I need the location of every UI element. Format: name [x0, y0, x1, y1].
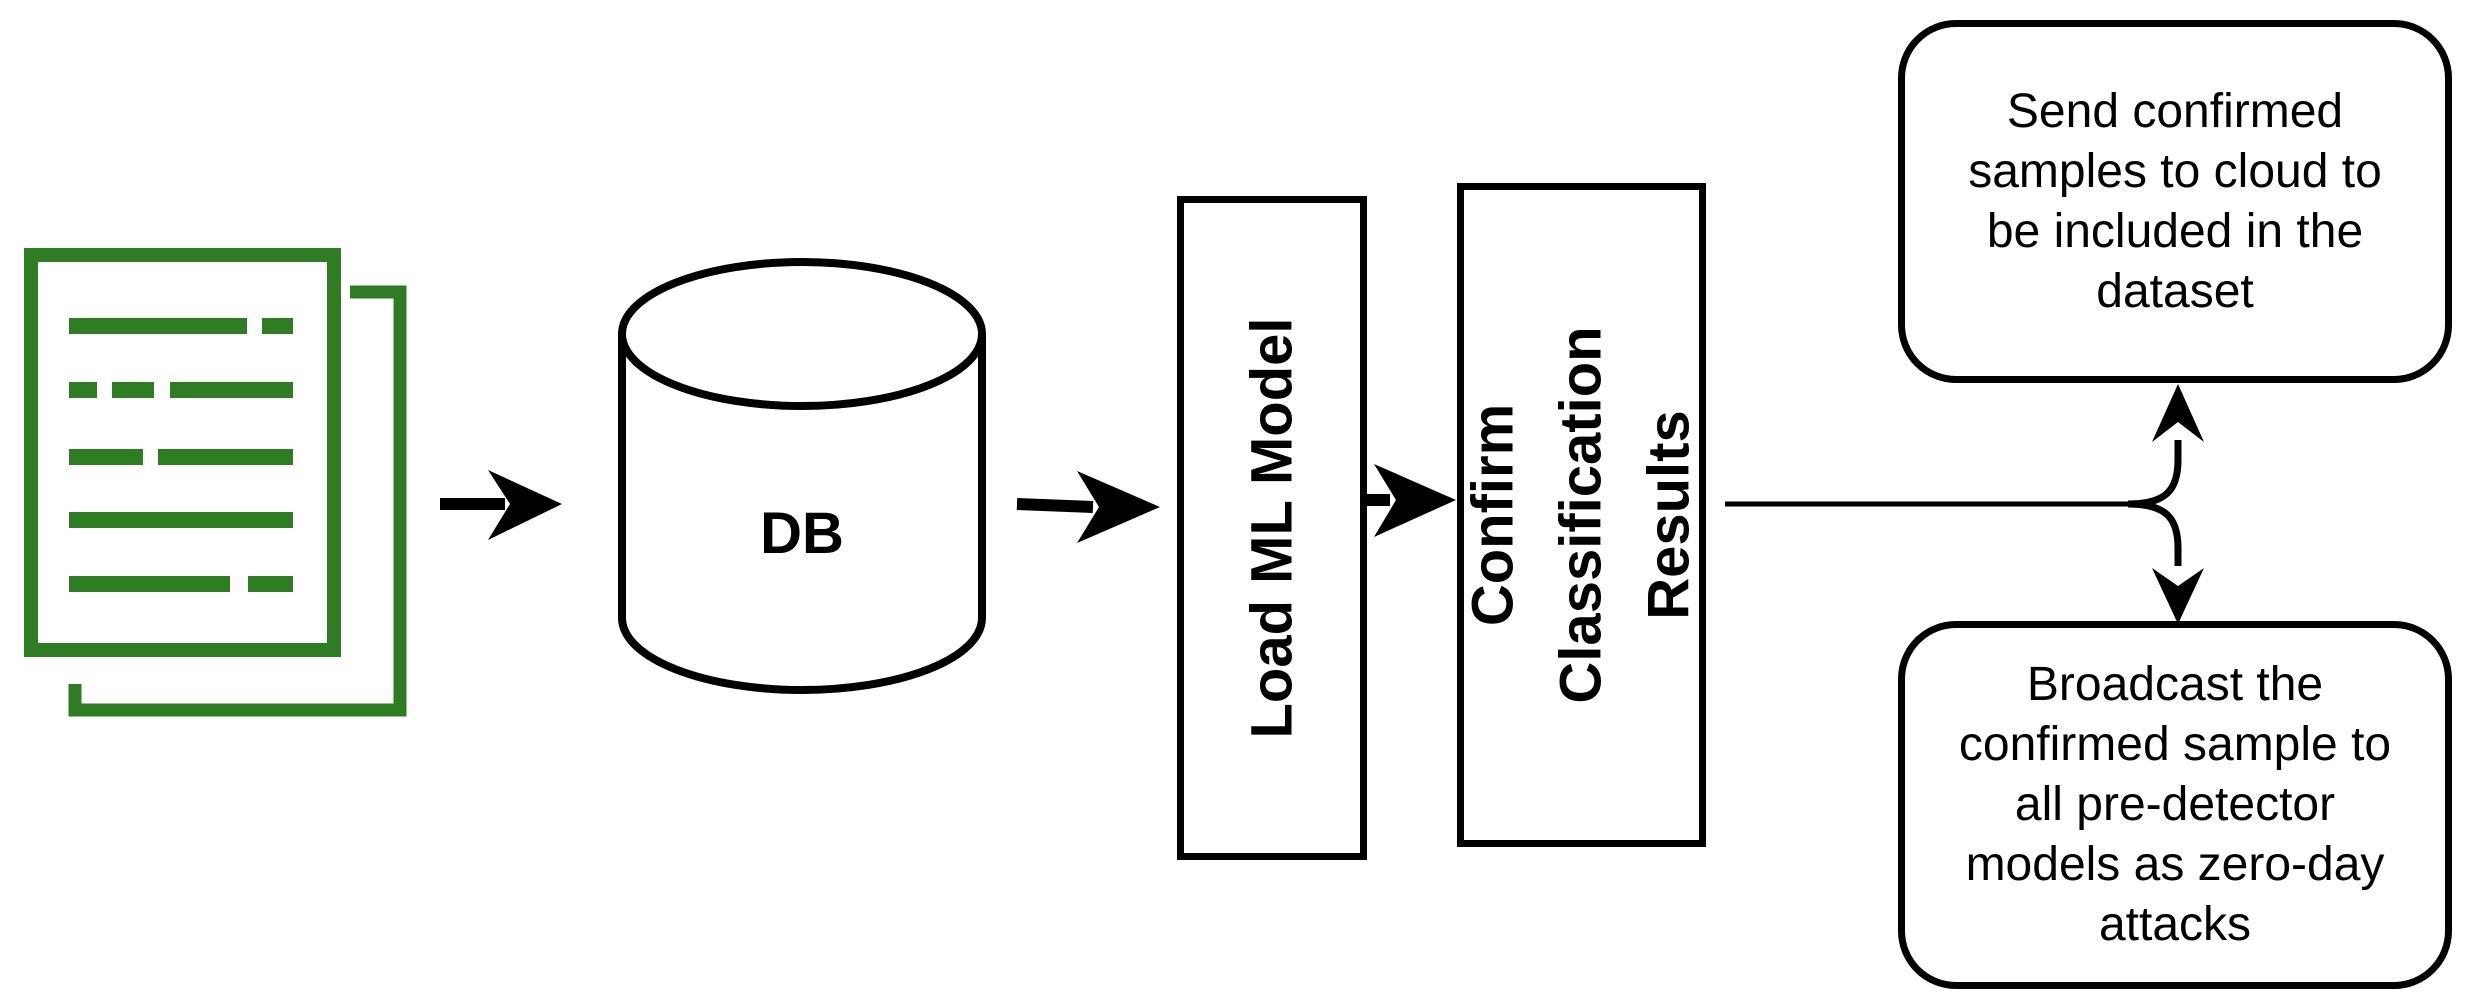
document-stack-icon	[24, 248, 407, 717]
confirm-results-line3: Results	[1636, 410, 1702, 620]
load-model-box: Load ML Model	[1177, 196, 1367, 860]
text-line	[69, 382, 97, 398]
database-body	[618, 334, 986, 694]
load-model-label: Load ML Model	[1239, 317, 1305, 739]
arrow-documents-to-db	[440, 470, 562, 540]
branch-arrows	[1725, 384, 2204, 624]
text-line	[69, 576, 230, 592]
confirm-results-line2: Classification	[1548, 326, 1614, 704]
broadcast-box: Broadcast the confirmed sample to all pr…	[1898, 621, 2452, 989]
confirm-results-line1: Confirm	[1460, 403, 1526, 627]
text-line	[158, 449, 293, 465]
text-line	[262, 318, 293, 334]
text-line	[69, 512, 293, 528]
arrowhead-up	[2152, 384, 2204, 442]
text-line	[248, 576, 293, 592]
branch-up-curve	[2127, 440, 2182, 508]
confirm-results-box: Confirm Classification Results	[1457, 183, 1706, 847]
database-cylinder: DB	[618, 258, 986, 694]
back-document-outline	[68, 285, 407, 717]
broadcast-label: Broadcast the confirmed sample to all pr…	[1958, 658, 2392, 951]
text-line	[69, 449, 143, 465]
send-to-cloud-label: Send confirmed samples to cloud to be in…	[1968, 84, 2382, 318]
text-line	[112, 382, 154, 398]
send-to-cloud-box: Send confirmed samples to cloud to be in…	[1898, 20, 2452, 383]
document-text-lines	[69, 318, 293, 592]
database-label: DB	[760, 501, 844, 566]
arrow-db-to-load-model	[1016, 471, 1160, 543]
arrow-load-model-to-confirm	[1364, 464, 1456, 537]
text-line	[69, 318, 247, 334]
confirm-results-label: Confirm Classification Results	[1460, 326, 1702, 704]
database-top	[618, 258, 986, 410]
branch-down-curve	[2127, 500, 2182, 566]
text-line	[170, 382, 293, 398]
arrowhead-down	[2152, 568, 2204, 624]
